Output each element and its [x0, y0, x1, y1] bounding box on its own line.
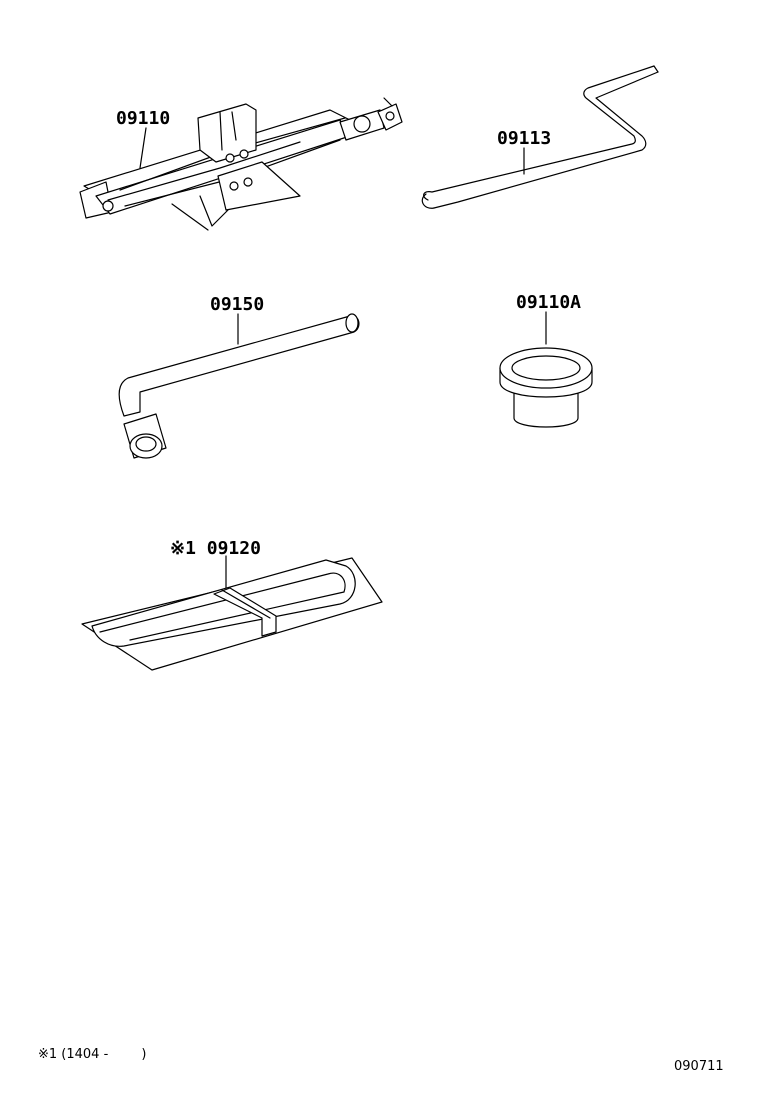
- wrench-label: 09150: [210, 294, 264, 315]
- diagram-id: 090711: [674, 1059, 724, 1074]
- jack-label: 09110: [116, 108, 170, 129]
- cap-drawing: [499, 311, 593, 428]
- jack-handle-label: 09113: [497, 128, 551, 149]
- jack-handle-drawing: [421, 65, 659, 209]
- footnote: ※1 (1404 - ): [38, 1047, 146, 1062]
- cap-label: 09110A: [516, 292, 581, 313]
- tool-bag-label: ※1 09120: [170, 538, 261, 559]
- wrench-drawing: [118, 313, 360, 459]
- jack-drawing: [79, 97, 403, 231]
- tool-bag-drawing: [81, 555, 383, 671]
